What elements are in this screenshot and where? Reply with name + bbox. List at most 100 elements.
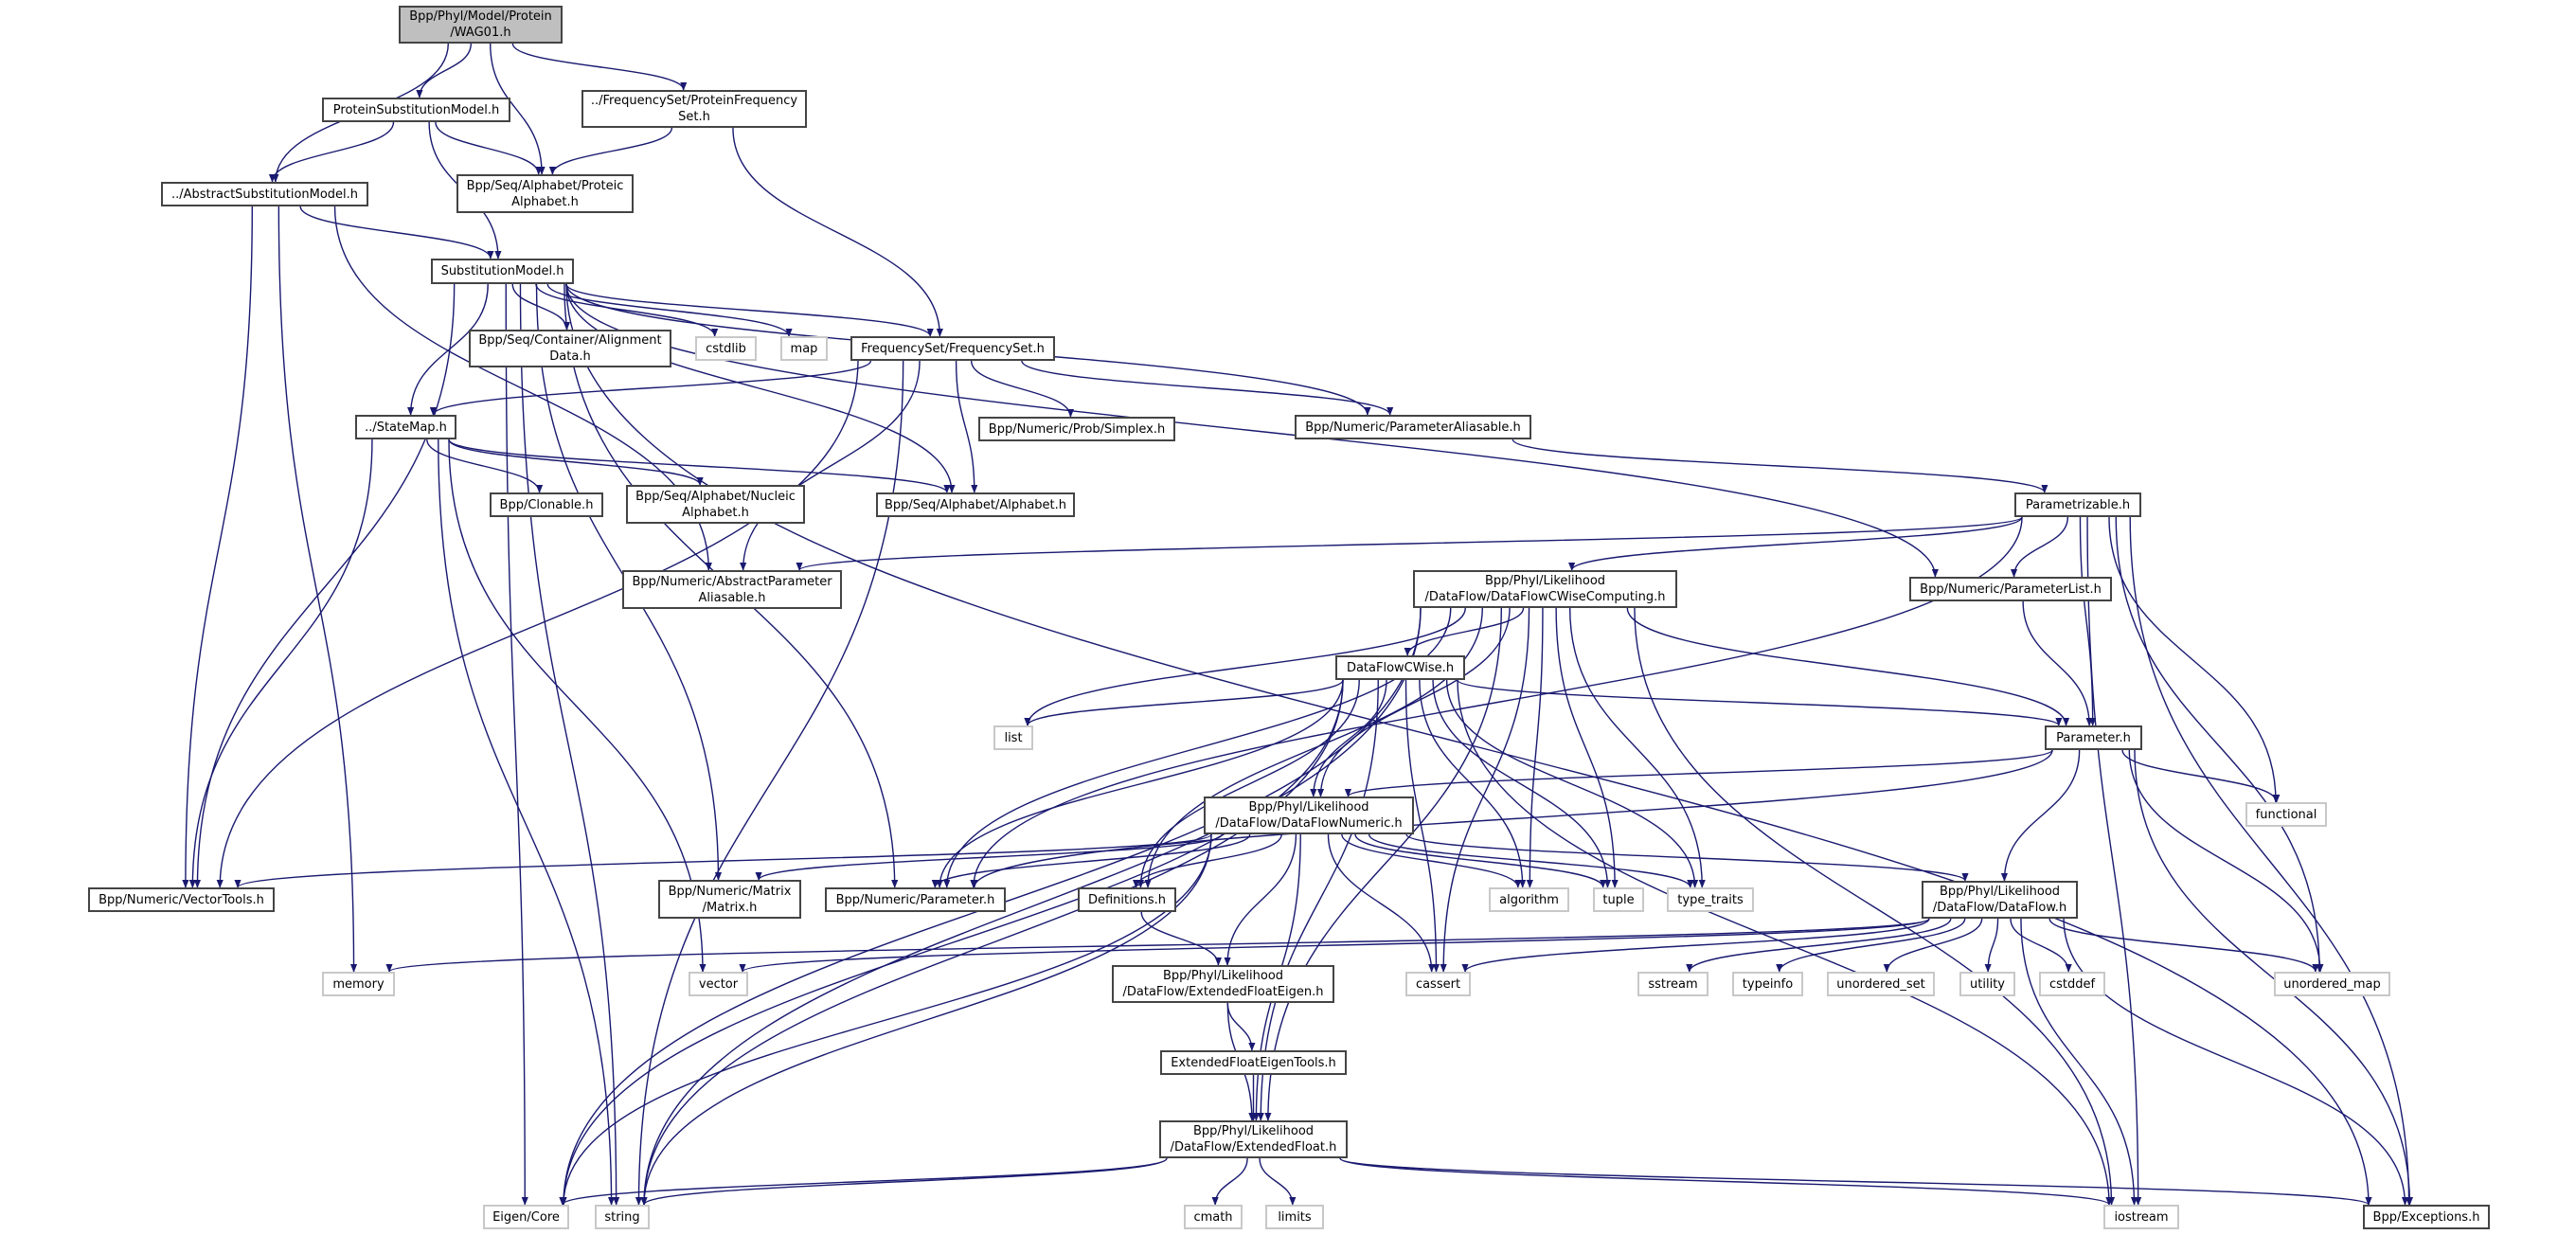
edge-dataflow-to-typeinfo [1776,918,1966,973]
node-cstddef[interactable]: cstddef [2039,972,2105,996]
node-align[interactable]: Bpp/Seq/Container/Alignment Data.h [469,330,671,367]
node-alphabet[interactable]: Bpp/Seq/Alphabet/Alphabet.h [876,492,1075,517]
node-typetraits[interactable]: type_traits [1667,887,1754,912]
node-cstdlib[interactable]: cstdlib [695,336,757,361]
edge-parametrizable-to-dfcwc [1568,516,2023,571]
edge-extfloat-to-string [640,1157,1168,1206]
node-limits[interactable]: limits [1265,1205,1324,1229]
edge-paramlist-to-parameter [2022,600,2093,726]
edge-dfnumeric-to-string [640,833,1212,1206]
node-functional[interactable]: functional [2245,802,2327,827]
edge-dfcwise-to-definitions [1136,679,1360,888]
node-paramalias[interactable]: Bpp/Numeric/ParameterAliasable.h [1295,415,1531,439]
edge-dfnumeric-to-dataflow [1405,833,1969,882]
node-eigencore[interactable]: Eigen/Core [483,1205,569,1229]
node-numparam[interactable]: Bpp/Numeric/Parameter.h [825,887,1006,912]
node-vectortools[interactable]: Bpp/Numeric/VectorTools.h [88,887,275,912]
edge-dataflow-to-cassert [1461,918,1930,973]
edge-dfnumeric-to-matrix [755,833,1223,881]
edge-wag01-to-pfs [511,43,688,91]
edge-dfcwise-to-typetraits [1445,679,1699,888]
edge-dfnumeric-to-definitions [1133,833,1282,888]
edge-fs-to-vectortools [216,360,859,888]
node-algorithm[interactable]: algorithm [1489,887,1569,912]
node-sstream[interactable]: sstream [1637,972,1708,996]
node-parametrizable[interactable]: Parametrizable.h [2014,492,2141,517]
edge-parametrizable-to-absparamalias [796,516,2023,571]
edge-statemap-to-clonable [426,439,544,493]
edge-parametrizable-to-paramlist [2010,516,2069,578]
node-fs[interactable]: FrequencySet/FrequencySet.h [850,336,1055,361]
edge-dataflow-to-memory [385,918,1930,973]
node-tuple[interactable]: tuple [1593,887,1644,912]
edge-dfnumeric-to-typetraits [1368,833,1694,888]
edge-parametrizable-to-unordered_map [2115,516,2323,973]
edge-dfcwc-to-dfnumeric [1316,607,1511,797]
node-utility[interactable]: utility [1959,972,2015,996]
edge-fs-to-paramalias [1021,360,1394,416]
node-dataflow[interactable]: Bpp/Phyl/Likelihood /DataFlow/DataFlow.h [1922,881,2078,919]
edge-sm-to-paramlist [565,283,1939,578]
node-dfnumeric[interactable]: Bpp/Phyl/Likelihood /DataFlow/DataFlowNu… [1204,796,1414,834]
node-simplex[interactable]: Bpp/Numeric/Prob/Simplex.h [978,417,1175,441]
edge-pfs-to-fs [732,127,943,337]
edge-definitions-to-efeigen [1140,911,1223,966]
edge-dataflow-to-utility [1984,918,1999,973]
edge-psm-to-asm [268,121,395,183]
node-exceptions[interactable]: Bpp/Exceptions.h [2363,1205,2490,1229]
edge-dataflow-to-exceptions [2063,918,2409,1206]
edge-statemap-to-vectortools [188,439,373,888]
edge-dfcwise-to-eigencore [560,679,1344,1206]
node-unordered-set[interactable]: unordered_set [1827,972,1935,996]
edge-dfnumeric-to-cassert [1327,833,1436,973]
edge-dfcwc-to-iostream [1634,607,2116,1206]
edge-efeigen-to-efeigentools [1226,1002,1256,1051]
node-map[interactable]: map [780,336,828,361]
node-efeigentools[interactable]: ExtendedFloatEigenTools.h [1160,1050,1347,1075]
edge-dfnumeric-to-numparam [931,833,1251,888]
edge-paramalias-to-parametrizable [1512,439,2048,493]
node-asm[interactable]: ../AbstractSubstitutionModel.h [161,182,368,206]
edge-dfcwise-to-dfnumeric [1310,679,1387,797]
edge-dataflow-to-unordered_set [1883,918,1983,973]
node-cmath[interactable]: cmath [1184,1205,1243,1229]
edge-wag01-to-psm [416,43,472,98]
node-clonable[interactable]: Bpp/Clonable.h [490,492,603,517]
node-memory[interactable]: memory [322,972,395,996]
node-proteic[interactable]: Bpp/Seq/Alphabet/Proteic Alphabet.h [456,174,634,213]
node-list[interactable]: list [993,725,1033,750]
edge-dataflow-to-vector [739,918,1930,973]
node-string[interactable]: string [595,1205,650,1229]
edge-fs-to-simplex [970,360,1075,418]
node-unordered-map[interactable]: unordered_map [2274,972,2390,996]
edge-dfcwise-to-numparam [936,679,1344,888]
node-matrix[interactable]: Bpp/Numeric/Matrix /Matrix.h [658,880,801,919]
edge-dfcwise-to-parameter [1457,679,2063,726]
node-absparamalias[interactable]: Bpp/Numeric/AbstractParameter Aliasable.… [622,570,842,609]
node-vector[interactable]: vector [689,972,748,996]
edge-parameter-to-numparam [971,749,2053,888]
node-parameter[interactable]: Parameter.h [2045,725,2142,750]
node-typeinfo[interactable]: typeinfo [1732,972,1803,996]
edge-dfcwise-to-extfloat [1257,679,1379,1121]
node-wag01[interactable]: Bpp/Phyl/Model/Protein /WAG01.h [399,6,563,44]
edge-sm-to-alphabet [565,283,956,493]
node-dfcwise[interactable]: DataFlowCWise.h [1335,655,1465,680]
edge-extfloat-to-cmath [1211,1157,1248,1206]
node-paramlist[interactable]: Bpp/Numeric/ParameterList.h [1909,577,2112,601]
node-nucleic[interactable]: Bpp/Seq/Alphabet/Nucleic Alphabet.h [626,485,805,524]
node-dfcwc[interactable]: Bpp/Phyl/Likelihood /DataFlow/DataFlowCW… [1413,570,1677,608]
node-definitions[interactable]: Definitions.h [1078,887,1176,912]
edge-extfloat-to-iostream [1339,1157,2113,1206]
edge-parametrizable-to-parameter [2079,516,2097,726]
edge-statemap-to-vector [448,439,707,973]
node-iostream[interactable]: iostream [2103,1205,2179,1229]
node-statemap[interactable]: ../StateMap.h [355,415,456,439]
node-sm[interactable]: SubstitutionModel.h [431,259,574,284]
node-pfs[interactable]: ../FrequencySet/ProteinFrequency Set.h [581,90,807,128]
node-extfloat[interactable]: Bpp/Phyl/Likelihood /DataFlow/ExtendedFl… [1159,1120,1348,1158]
edge-dfcwc-to-algorithm [1526,607,1544,888]
node-psm[interactable]: ProteinSubstitutionModel.h [322,98,510,122]
node-efeigen[interactable]: Bpp/Phyl/Likelihood /DataFlow/ExtendedFl… [1112,965,1334,1003]
node-cassert[interactable]: cassert [1405,972,1471,996]
